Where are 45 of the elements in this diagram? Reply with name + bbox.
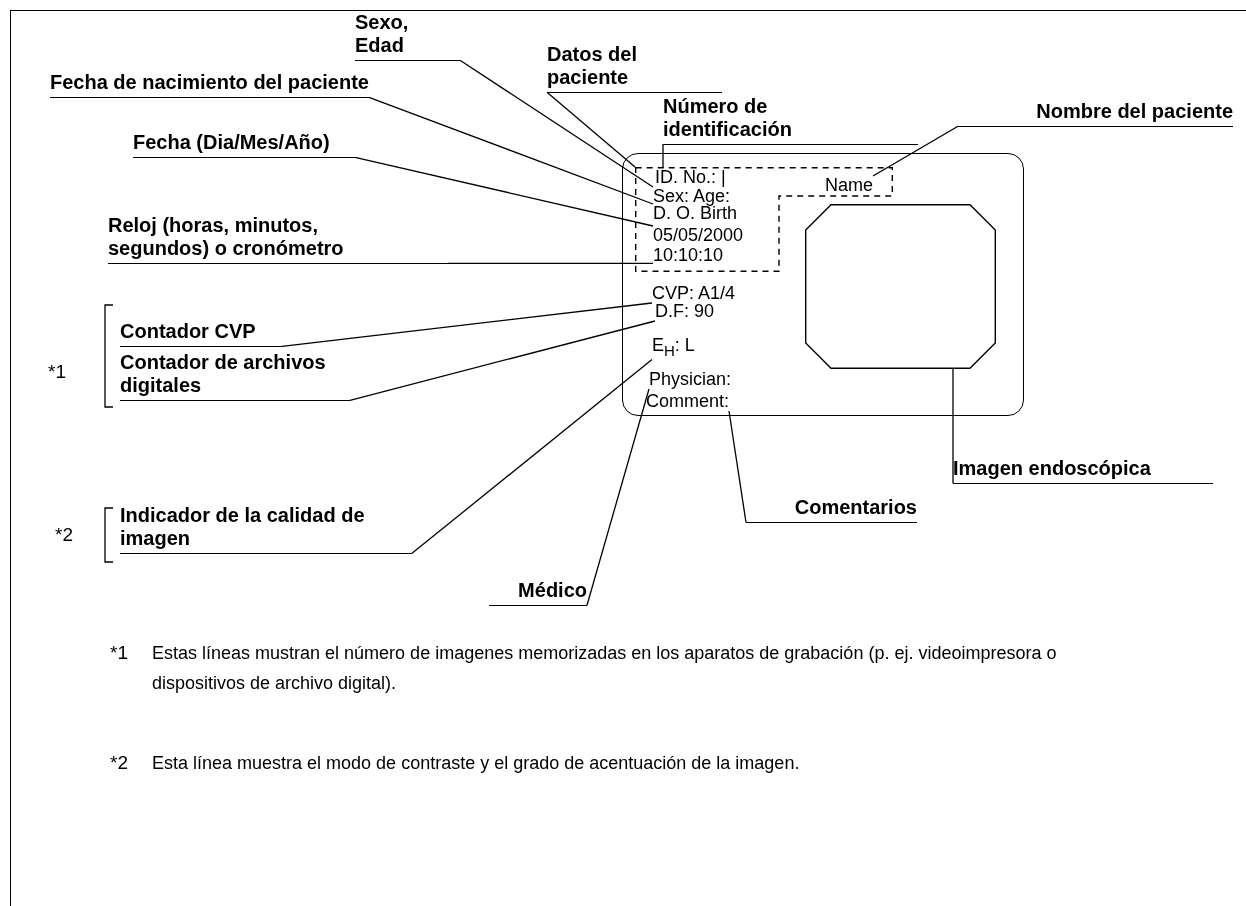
callout-label: Datos del paciente (547, 43, 722, 93)
screen-text: Name (825, 176, 873, 195)
callout-label: Nombre del paciente (958, 100, 1233, 127)
leader-line (872, 125, 959, 177)
image-area (805, 204, 996, 369)
footnote-mark: *2 (55, 523, 73, 547)
leader-line (411, 358, 653, 554)
leader-line (952, 368, 954, 484)
callout-label: Contador CVP (120, 320, 282, 347)
callout-label: Número de identificación (663, 95, 918, 145)
monitor-screen (622, 153, 1024, 416)
callout-label: Contador de archivos digitales (120, 351, 350, 401)
footnote-text: Esta línea muestra el modo de contraste y el grado de acentuación de la imagen. (152, 752, 801, 775)
footnote-mark: *1 (110, 641, 128, 665)
callout-label: Médico (489, 579, 587, 606)
screen-text: CVP: A1/4 (652, 284, 736, 303)
leader-line (728, 410, 747, 523)
callout-label: Fecha de nacimiento del paciente (50, 71, 369, 98)
screen-text: ID. No.: | (655, 168, 726, 187)
leader-line (459, 59, 654, 188)
leader-line (447, 262, 654, 264)
footnote-text: Estas líneas mustran el número de imagenes memorizadas en los aparatos de grabación (p. ej. videoimpresora o dispositivos de archivo digital). (152, 642, 1058, 695)
leader-line (546, 91, 636, 168)
footnote-mark: *2 (110, 751, 128, 775)
screen-text: 10:10:10 (653, 246, 724, 265)
screen-text: 05/05/2000 (653, 226, 744, 245)
screen-text: Sex: Age: (653, 187, 731, 206)
callout-label: Fecha (Dia/Mes/Año) (133, 131, 355, 158)
screen-text: Physician: (649, 370, 732, 389)
screen-text: D.F: 90 (655, 302, 715, 321)
dashed-frame (635, 167, 893, 272)
leader-line (349, 320, 656, 401)
callout-label: Comentarios (746, 496, 917, 523)
leader-line (662, 143, 664, 169)
leader-line (354, 156, 654, 227)
screen-text: Comment: (646, 392, 730, 411)
callout-label: Reloj (horas, minutos, segundos) o cronómetro (108, 214, 448, 264)
callout-label: Indicador de la calidad de imagen (120, 504, 412, 554)
screen-text: E$_{H}$: L (652, 336, 695, 360)
callout-label: Sexo, Edad (355, 11, 460, 61)
callout-label: Imagen endoscópica (953, 457, 1213, 484)
leader-line (281, 302, 653, 347)
footnote-mark: *1 (48, 360, 66, 384)
leader-line (368, 96, 654, 205)
leader-line (586, 388, 650, 606)
